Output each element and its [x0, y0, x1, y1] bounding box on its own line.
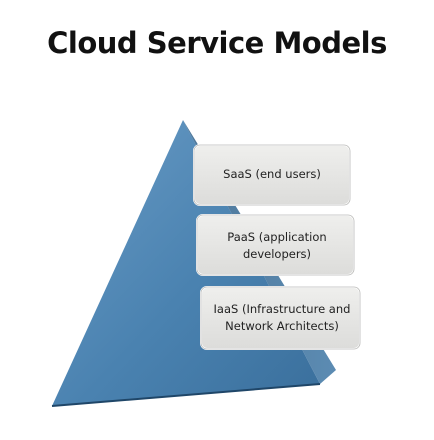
- paas-layer-label-line2: developers): [243, 247, 311, 261]
- paas-layer-label-line1: PaaS (application: [227, 230, 326, 244]
- saas-layer-label: SaaS (end users): [223, 167, 321, 181]
- iaas-layer-label-line2: Network Architects): [225, 319, 339, 333]
- pyramid-base-edge: [51, 383, 321, 407]
- page-title: Cloud Service Models: [47, 26, 387, 60]
- iaas-layer-label-line1: IaaS (Infrastructure and: [214, 302, 351, 316]
- saas-layer-box[interactable]: SaaS (end users): [193, 144, 351, 206]
- iaas-layer-box[interactable]: IaaS (Infrastructure and Network Archite…: [200, 286, 361, 350]
- paas-layer-box[interactable]: PaaS (application developers): [196, 214, 355, 276]
